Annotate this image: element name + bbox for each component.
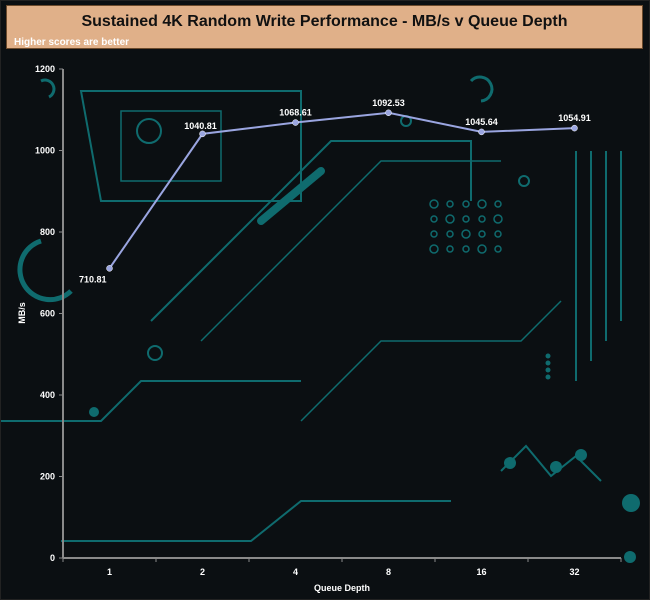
series-line <box>108 111 575 269</box>
circuit-dot-3 <box>477 199 487 209</box>
data-label: 710.81 <box>79 274 107 284</box>
y-tick-label: 800 <box>40 227 55 237</box>
chart-header: Sustained 4K Random Write Performance - … <box>6 5 643 49</box>
circuit-dot-18 <box>477 244 487 254</box>
circuit-decor-8 <box>300 300 562 422</box>
circuit-decor-21 <box>469 75 494 103</box>
y-tick-label: 1200 <box>35 64 55 74</box>
data-point <box>292 119 299 126</box>
circuit-dot-9 <box>493 214 503 224</box>
x-axis-label: Queue Depth <box>314 583 370 593</box>
y-tick-label: 200 <box>40 472 55 482</box>
chart-subtitle: Higher scores are better <box>14 37 130 48</box>
circuit-pin-1 <box>545 360 551 366</box>
data-point <box>199 130 206 138</box>
data-label: 1045.64 <box>465 117 498 127</box>
circuit-dot-1 <box>446 200 454 208</box>
circuit-decor-5 <box>257 167 325 225</box>
circuit-decor-1 <box>120 110 222 182</box>
data-point <box>106 265 113 272</box>
circuit-decor-10 <box>500 444 602 482</box>
y-tick-label: 0 <box>50 553 55 563</box>
x-tick-label: 4 <box>293 567 298 577</box>
circuit-decor-0 <box>79 90 302 202</box>
axes: 0 200 400 600 800 1000 1200 1 2 4 8 16 32 <box>35 64 622 577</box>
circuit-pin-0 <box>545 353 551 359</box>
y-tick-label: 600 <box>40 309 55 319</box>
circuit-dot-7 <box>462 215 470 223</box>
circuit-decor-9 <box>575 151 622 381</box>
series: 710.81 1040.81 1068.61 1092.53 1045.64 1054.9… <box>79 98 591 285</box>
circuit-decor-12 <box>550 461 562 473</box>
circuit-decor-13 <box>575 449 587 461</box>
circuit-decor-14 <box>622 494 640 512</box>
circuit-decor-3 <box>150 140 472 322</box>
x-tick-label: 8 <box>386 567 391 577</box>
circuit-dot-12 <box>461 229 471 239</box>
circuit-decor-18 <box>518 175 530 187</box>
data-label: 1040.81 <box>184 121 217 131</box>
circuit-pin-2 <box>545 367 551 373</box>
circuit-dot-4 <box>494 200 502 208</box>
data-label: 1054.91 <box>558 113 591 123</box>
circuit-dot-2 <box>462 200 470 208</box>
circuit-decor-17 <box>147 345 163 361</box>
circuit-decor-2 <box>136 118 162 144</box>
data-label: 1092.53 <box>372 98 405 108</box>
circuit-dot-11 <box>446 230 454 238</box>
circuit-decor-11 <box>504 457 516 469</box>
circuit-decor-15 <box>624 551 636 563</box>
circuit-dot-15 <box>429 244 439 254</box>
circuit-decor-7 <box>61 500 451 542</box>
circuit-dot-5 <box>430 215 438 223</box>
circuit-dot-19 <box>494 245 502 253</box>
chart-title: Sustained 4K Random Write Performance - … <box>81 13 568 30</box>
circuit-decor-4 <box>200 160 501 342</box>
circuit-dot-0 <box>429 199 439 209</box>
y-tick-label: 1000 <box>35 146 55 156</box>
x-tick-label: 2 <box>200 567 205 577</box>
circuit-dot-16 <box>446 245 454 253</box>
y-axis-label: MB/s <box>17 302 27 324</box>
data-point <box>478 128 485 136</box>
circuit-background <box>1 75 640 563</box>
x-tick-label: 1 <box>107 567 112 577</box>
circuit-dot-8 <box>478 215 486 223</box>
x-tick-label: 32 <box>569 567 579 577</box>
circuit-dot-6 <box>445 214 455 224</box>
circuit-dot-13 <box>478 230 486 238</box>
data-point <box>385 109 392 117</box>
x-tick-label: 16 <box>476 567 486 577</box>
circuit-decor-22 <box>40 78 56 99</box>
circuit-decor-16 <box>89 407 99 417</box>
circuit-decor-20 <box>17 238 73 303</box>
circuit-pin-3 <box>545 374 551 380</box>
circuit-dot-14 <box>494 230 502 238</box>
circuit-dot-17 <box>462 245 470 253</box>
y-tick-label: 400 <box>40 390 55 400</box>
circuit-decor-6 <box>1 380 301 422</box>
circuit-dot-10 <box>430 230 438 238</box>
data-point <box>571 124 578 132</box>
data-label: 1068.61 <box>279 108 312 118</box>
